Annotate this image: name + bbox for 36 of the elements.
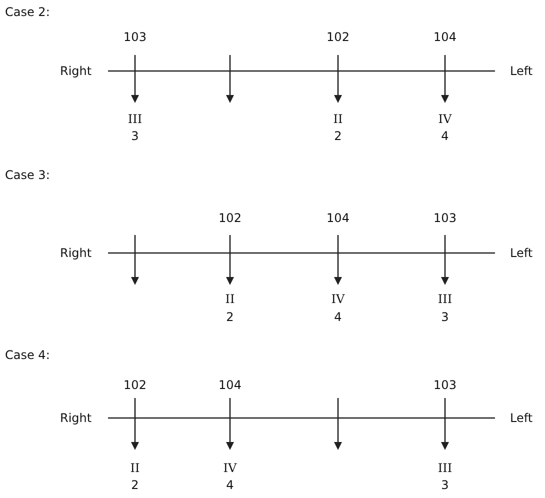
digit-label: 3 — [441, 310, 449, 324]
digit-label: 2 — [334, 129, 342, 143]
position-number: 102 — [124, 378, 146, 392]
roman-numeral: II — [225, 292, 235, 306]
digit-label: 3 — [441, 478, 449, 492]
digit-label: 4 — [226, 478, 234, 492]
position-number: 102 — [218, 211, 242, 225]
side-label: Right — [60, 64, 92, 78]
roman-numeral: III — [438, 461, 452, 475]
side-label: Right — [60, 411, 92, 425]
position-number: 102 — [326, 30, 350, 44]
position-number: 103 — [434, 378, 456, 392]
position-number: 104 — [326, 211, 350, 225]
side-label: Left — [510, 246, 533, 260]
roman-numeral: III — [438, 292, 452, 306]
side-label: Right — [60, 246, 92, 260]
position-number: 103 — [124, 30, 146, 44]
digit-label: 2 — [226, 310, 234, 324]
position-number: 103 — [434, 211, 456, 225]
digit-label: 4 — [334, 310, 342, 324]
roman-numeral: II — [333, 112, 343, 126]
digit-label: 2 — [131, 478, 139, 492]
roman-numeral: IV — [223, 461, 237, 475]
case-heading: Case 3: — [5, 168, 50, 182]
digit-label: 4 — [441, 129, 449, 143]
case-heading: Case 4: — [5, 348, 50, 362]
digit-label: 3 — [131, 129, 139, 143]
roman-numeral: III — [128, 112, 142, 126]
roman-numeral: IV — [438, 112, 452, 126]
position-number: 104 — [218, 378, 242, 392]
roman-numeral: II — [130, 461, 140, 475]
side-label: Left — [510, 411, 533, 425]
side-label: Left — [510, 64, 533, 78]
position-number: 104 — [434, 30, 456, 44]
case-heading: Case 2: — [5, 5, 50, 19]
roman-numeral: IV — [331, 292, 345, 306]
